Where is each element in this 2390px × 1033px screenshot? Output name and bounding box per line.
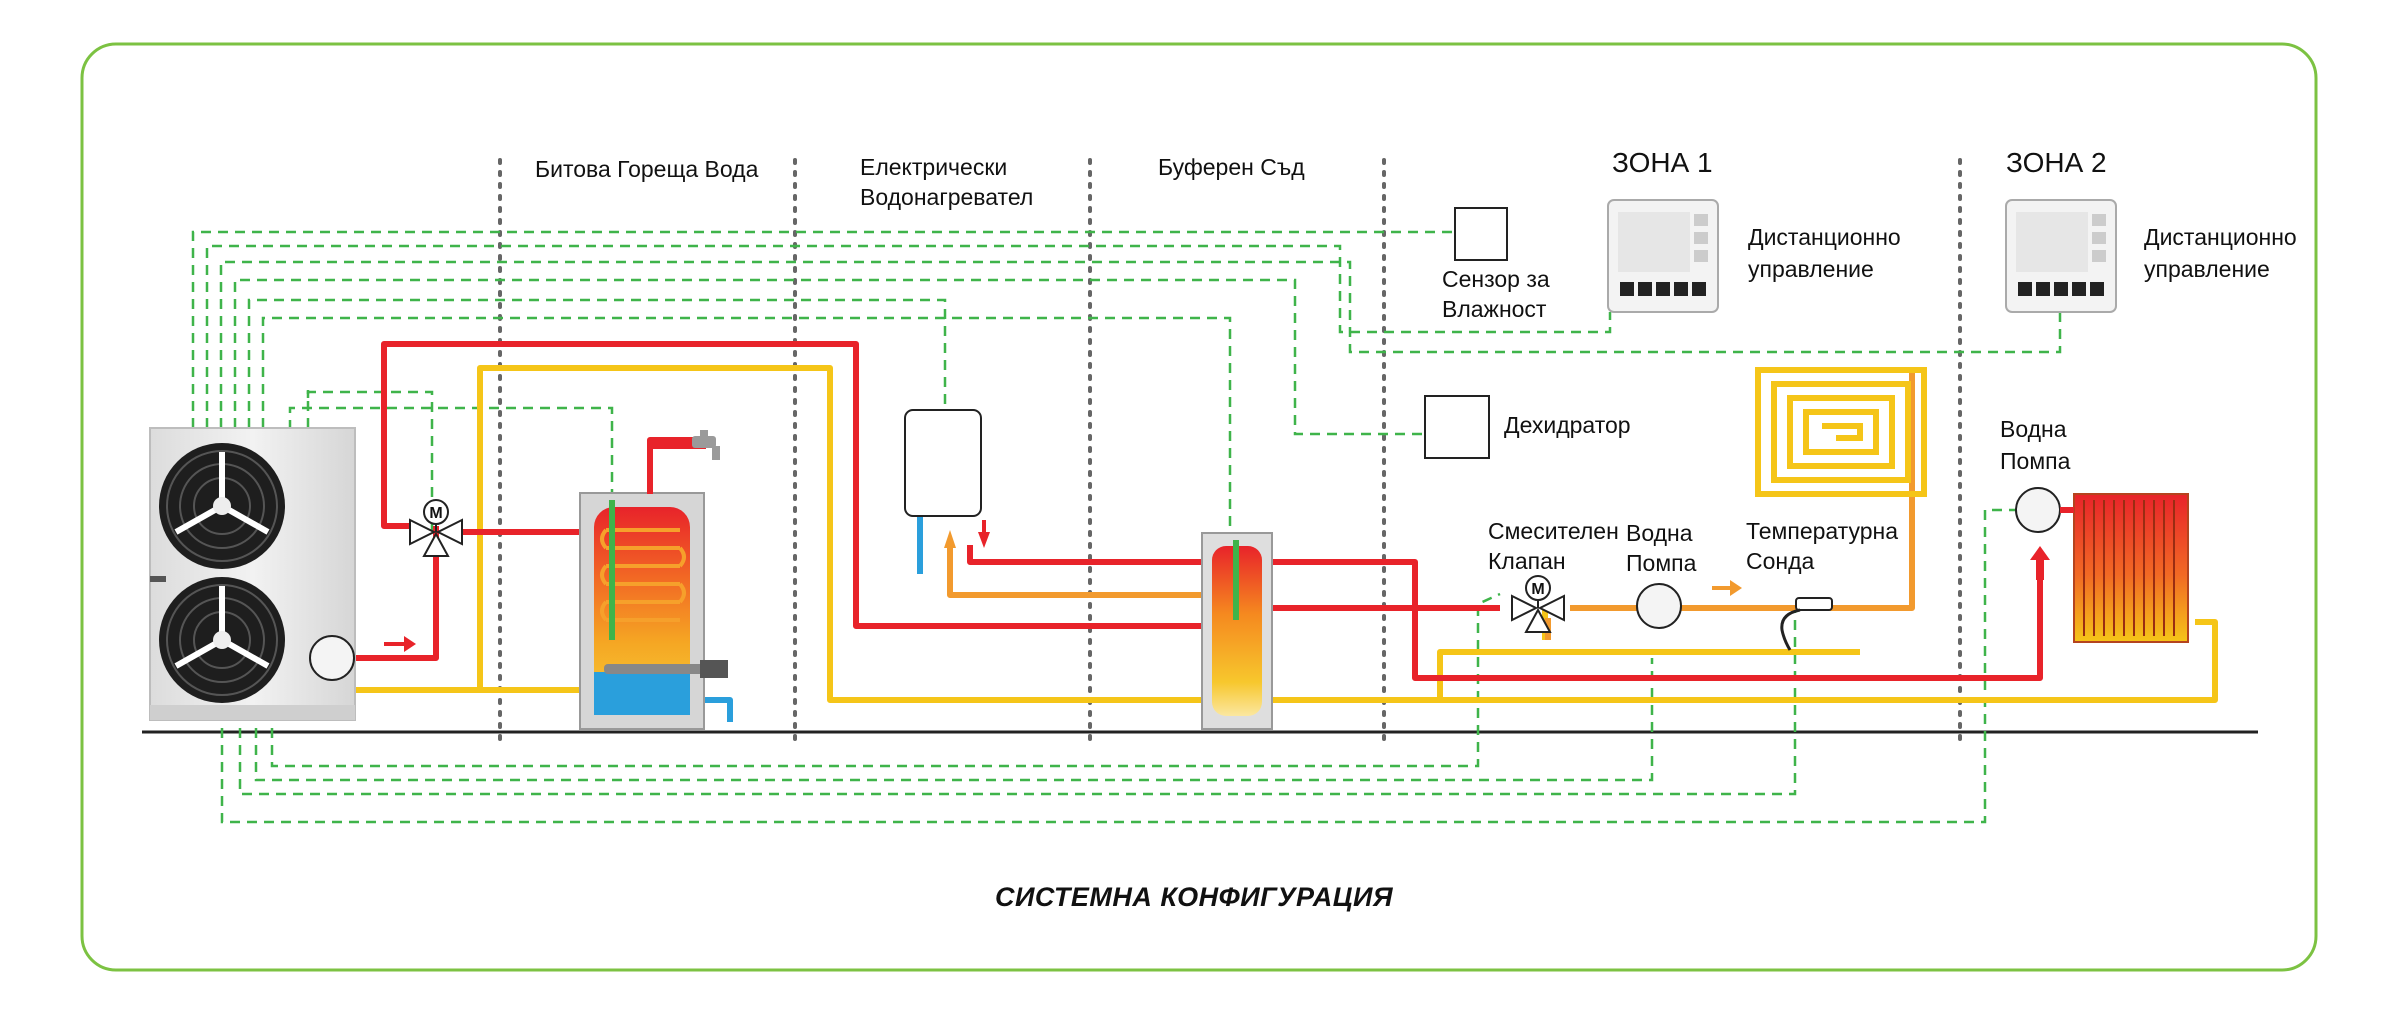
flow-pipes (355, 341, 2043, 681)
humidity-sensor-label-line1: Сензор за (1442, 266, 1550, 292)
circulation-pump-icon (309, 635, 355, 681)
zone1-pump-label-line1: Водна (1626, 520, 1693, 546)
flow-arrow-icon (978, 520, 990, 548)
zone2-pump-label-line2: Помпа (2000, 448, 2071, 474)
section-label-heater-line1: Електрически (860, 154, 1008, 180)
remote1-label-line1: Дистанционно (1748, 224, 1901, 250)
mixing-valve-label-line1: Смесителен (1488, 518, 1619, 544)
humidity-sensor-label-line2: Влажност (1442, 296, 1547, 322)
temperature-probe-label-line1: Температурна (1746, 518, 1899, 544)
remote1-label-line2: управление (1748, 256, 1874, 282)
buffer-tank (1201, 532, 1273, 730)
faucet-pipe (647, 443, 706, 494)
flow-arrow-icon (944, 530, 956, 560)
return-pipes (355, 365, 2218, 703)
dehumidifier-icon (1424, 395, 1490, 459)
section-dividers (498, 158, 1962, 742)
zone2-water-pump-icon (2015, 487, 2061, 533)
radiator-icon (2073, 493, 2189, 643)
zone1-pump-label-line2: Помпа (1626, 550, 1697, 576)
temperature-probe-icon (1780, 597, 1833, 651)
humidity-sensor-icon (1454, 207, 1508, 261)
section-label-heater-line2: Водонагревател (860, 184, 1034, 210)
three-way-valve-icon (409, 499, 463, 557)
fan-icon (159, 577, 285, 703)
temperature-probe-label-line2: Сонда (1746, 548, 1815, 574)
section-label-dhw: Битова Гореща Вода (535, 156, 759, 182)
section-label-zone1: ЗОНА 1 (1612, 147, 1713, 178)
fan-icon (159, 443, 285, 569)
flow-arrow-icon (384, 636, 416, 652)
electric-water-heater (904, 409, 982, 517)
mixing-valve-label-line2: Клапан (1488, 548, 1566, 574)
cold-pipes (700, 516, 923, 722)
dhw-tank (579, 492, 728, 730)
section-label-zone2: ЗОНА 2 (2006, 147, 2107, 178)
floor-heating-coil (1755, 367, 1927, 497)
remote2-label-line1: Дистанционно (2144, 224, 2297, 250)
section-label-buffer: Буферен Съд (1158, 154, 1305, 180)
zone1-water-pump-icon (1636, 583, 1682, 629)
remote2-label-line2: управление (2144, 256, 2270, 282)
remote-controller-zone2 (2005, 199, 2117, 313)
flow-arrow-icon (2030, 546, 2050, 580)
dehumidifier-label: Дехидратор (1504, 412, 1631, 438)
mixing-valve-icon (1511, 575, 1565, 633)
diagram-frame (80, 42, 2318, 972)
warm-pipes (947, 372, 1915, 640)
faucet-icon (692, 430, 720, 460)
valve-motor-label: M (429, 505, 442, 522)
diagram-footer-title: СИСТЕМНА КОНФИГУРАЦИЯ (995, 882, 1394, 912)
heat-pump-outdoor-unit (149, 427, 356, 721)
zone2-pump-label-line1: Водна (2000, 416, 2067, 442)
remote-controller-zone1 (1607, 199, 1719, 313)
flow-arrow-icon (1712, 580, 1742, 596)
valve-motor-label: M (1531, 581, 1544, 598)
